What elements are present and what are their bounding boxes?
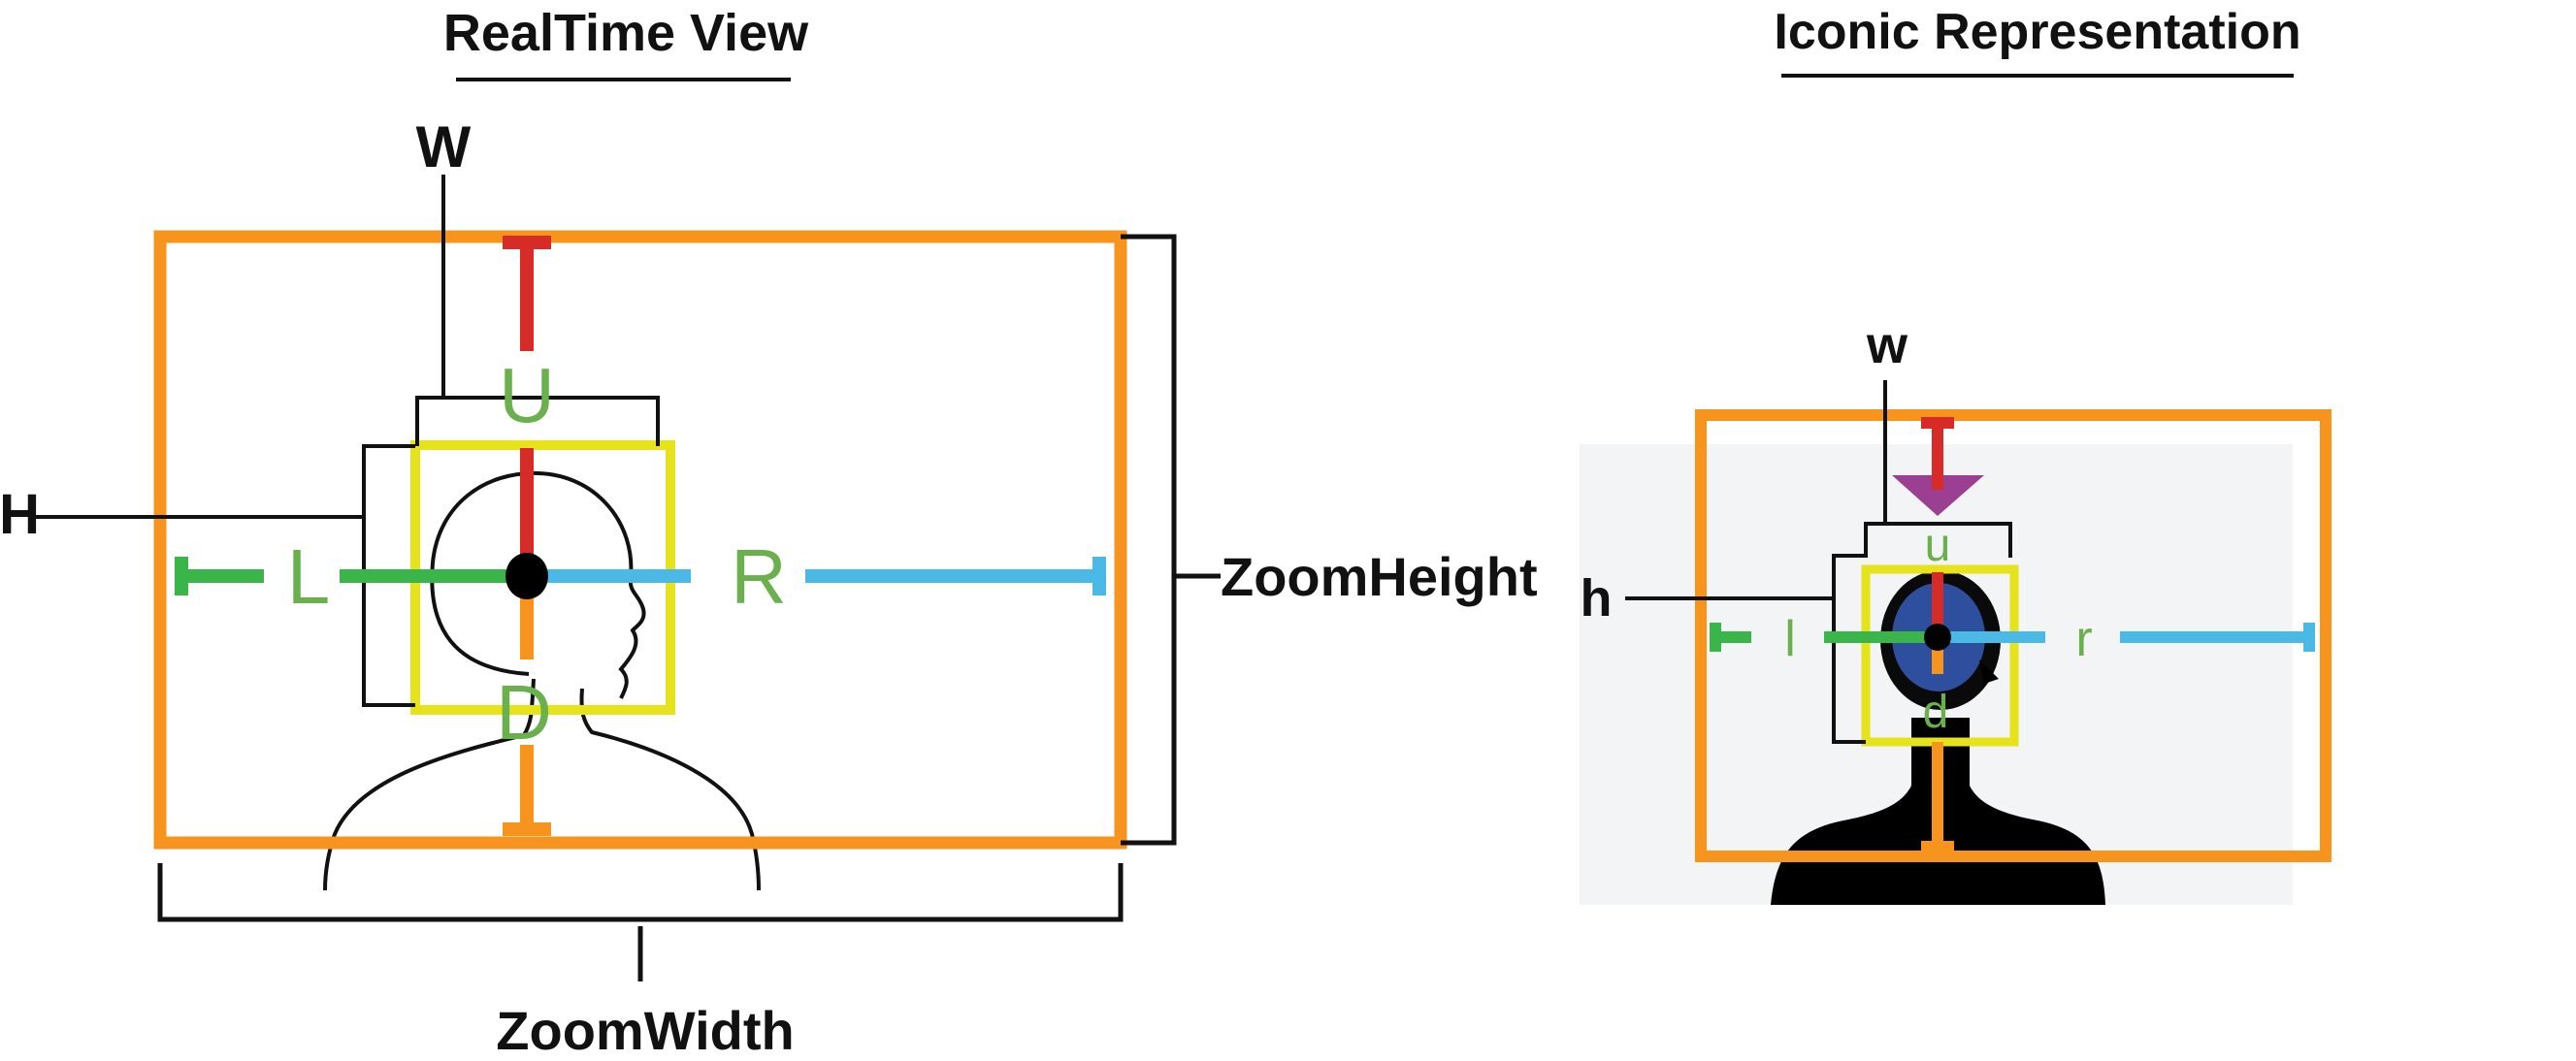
zoom-height-label: ZoomHeight: [1221, 546, 1538, 607]
iconic-down-label: d: [1923, 687, 1949, 738]
iconic-left-label: l: [1784, 611, 1796, 667]
iconic-left-distance: [1710, 623, 1938, 652]
up-label: U: [499, 352, 555, 438]
height-label: H: [0, 483, 40, 546]
zoom-width-bracket: [157, 863, 1124, 981]
head-outline-icon: [323, 470, 761, 891]
iconic-up-label: u: [1925, 520, 1951, 571]
width-label: W: [416, 114, 472, 179]
up-distance: [503, 236, 551, 572]
down-label: D: [496, 669, 552, 756]
center-point: [505, 553, 548, 599]
right-distance: [527, 557, 1106, 595]
zoom-height-bracket: [1121, 234, 1221, 846]
iconic-height-bracket: [1625, 554, 1866, 744]
right-label: R: [731, 533, 787, 620]
realtime-view-panel: RealTime View W H U: [0, 4, 1538, 1061]
zoom-width-label: ZoomWidth: [496, 1000, 794, 1061]
iconic-zoom-box: [1695, 409, 2331, 862]
iconic-up-distance: [1921, 417, 1954, 630]
iconic-height-label: h: [1581, 569, 1613, 627]
iconic-right-distance: [1938, 623, 2315, 652]
iconic-width-label: w: [1866, 316, 1908, 374]
iconic-view-panel: Iconic Representation w h: [1580, 4, 2331, 905]
width-bracket: [415, 175, 660, 446]
realtime-title: RealTime View: [443, 4, 809, 62]
iconic-right-label: r: [2075, 611, 2092, 667]
down-triangle-icon: [1892, 475, 1984, 516]
iconic-title: Iconic Representation: [1774, 4, 2300, 60]
iconic-center-point: [1924, 624, 1951, 651]
left-label: L: [287, 533, 331, 620]
zoom-box: [153, 230, 1127, 850]
left-distance: [175, 557, 527, 595]
iconic-width-bracket: [1864, 380, 2012, 558]
